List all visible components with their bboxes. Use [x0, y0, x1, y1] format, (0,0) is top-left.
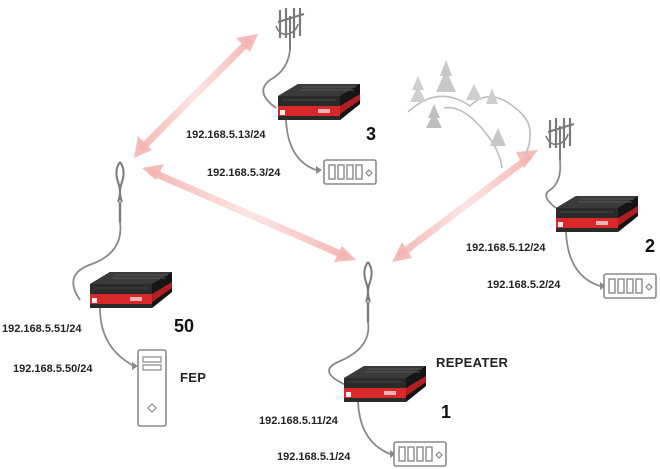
omni-antenna-icon: [115, 160, 125, 224]
rf-links: [138, 38, 532, 260]
radio-modem-icon: [277, 83, 361, 121]
radio-modem-icon: [555, 195, 639, 233]
radio-modem-icon: [343, 365, 427, 403]
antenna-cable: [328, 321, 370, 387]
station-2-number: 2: [645, 236, 656, 256]
station-3: [262, 6, 377, 185]
hills-trees-icon: [407, 60, 531, 169]
rtu-device-icon: [603, 273, 657, 299]
station-50-radio-ip: 192.168.5.51/24: [2, 323, 82, 335]
station-50: [72, 160, 173, 427]
server-tower-icon: [137, 349, 167, 427]
serial-cable: [285, 119, 317, 171]
station-50-device-ip: 192.168.5.50/24: [13, 363, 93, 375]
antenna-cable: [72, 221, 122, 301]
radio-modem-icon: [89, 271, 173, 309]
link-50-to-1: [148, 168, 349, 260]
link-2-to-1: [396, 154, 532, 259]
fep-label: FEP: [180, 370, 207, 385]
station-2: [544, 116, 657, 299]
antenna-cable: [545, 159, 562, 209]
serial-cable: [357, 401, 391, 455]
yagi-antenna-icon: [544, 116, 576, 162]
link-arrowheads: [134, 34, 538, 262]
station-2-radio-ip: 192.168.5.12/24: [466, 242, 546, 254]
station-1: [328, 260, 447, 467]
yagi-antenna-icon: [274, 6, 306, 52]
link-3-to-50: [138, 38, 252, 152]
station-1-device-ip: 192.168.5.1/24: [277, 451, 351, 463]
rtu-device-icon: [393, 441, 447, 467]
station-50-number: 50: [174, 316, 195, 336]
antenna-cable: [262, 49, 291, 109]
serial-cable: [565, 231, 601, 287]
station-1-radio-ip: 192.168.5.11/24: [259, 415, 338, 427]
station-1-number: 1: [441, 402, 452, 422]
station-3-device-ip: 192.168.5.3/24: [207, 167, 281, 179]
station-2-device-ip: 192.168.5.2/24: [487, 279, 561, 291]
station-3-number: 3: [366, 124, 377, 144]
omni-antenna-icon: [363, 260, 373, 324]
rtu-device-icon: [323, 159, 377, 185]
serial-cable: [99, 307, 135, 367]
repeater-label: REPEATER: [436, 355, 509, 370]
station-3-radio-ip: 192.168.5.13/24: [186, 129, 266, 141]
